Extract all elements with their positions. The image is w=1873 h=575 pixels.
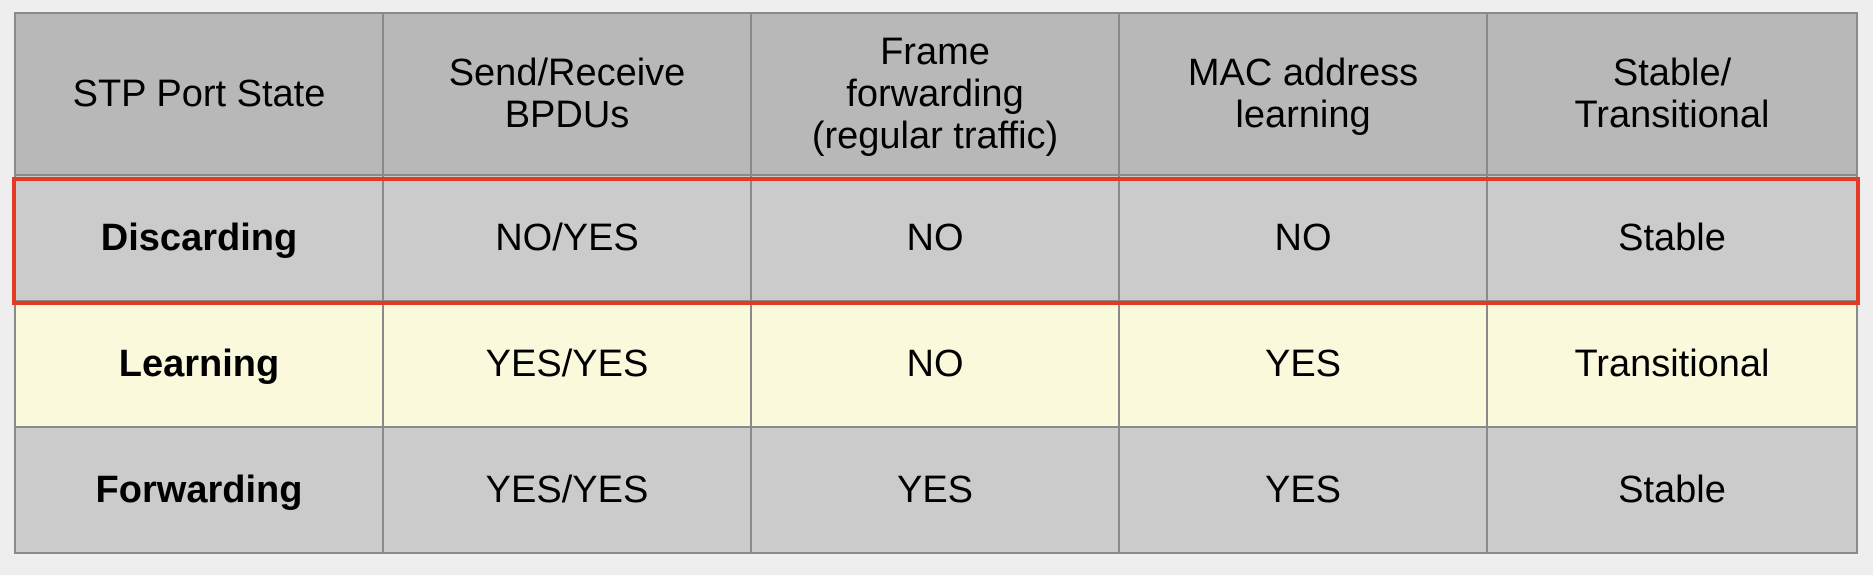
header-bpdus-line2: BPDUs bbox=[504, 94, 630, 136]
header-mac-learning: MAC address learning bbox=[1118, 12, 1488, 176]
forwarding-cell: NO bbox=[750, 174, 1120, 302]
table-row-forwarding: Forwarding YES/YES YES YES Stable bbox=[14, 426, 1858, 554]
header-port-state: STP Port State bbox=[14, 12, 384, 176]
stability-cell: Transitional bbox=[1486, 300, 1858, 428]
forwarding-cell: NO bbox=[750, 300, 1120, 428]
header-row: STP Port State Send/Receive BPDUs Frame … bbox=[14, 12, 1858, 176]
table-row-discarding: Discarding NO/YES NO NO Stable bbox=[14, 174, 1858, 302]
stability-cell: Stable bbox=[1486, 426, 1858, 554]
state-cell: Forwarding bbox=[14, 426, 384, 554]
mac-learning-cell: NO bbox=[1118, 174, 1488, 302]
stp-port-state-table: STP Port State Send/Receive BPDUs Frame … bbox=[14, 12, 1858, 554]
mac-learning-cell: YES bbox=[1118, 426, 1488, 554]
mac-learning-cell: YES bbox=[1118, 300, 1488, 428]
header-forwarding-line2: forwarding bbox=[846, 73, 1024, 115]
bpdus-cell: YES/YES bbox=[382, 426, 752, 554]
state-cell: Discarding bbox=[14, 174, 384, 302]
table-row-learning: Learning YES/YES NO YES Transitional bbox=[14, 300, 1858, 428]
header-frame-forwarding: Frame forwarding (regular traffic) bbox=[750, 12, 1120, 176]
header-mac-line2: learning bbox=[1235, 94, 1371, 136]
header-bpdus-line1: Send/Receive bbox=[448, 52, 686, 94]
header-stability-line2: Transitional bbox=[1574, 94, 1770, 136]
header-stability-line1: Stable/ bbox=[1612, 52, 1732, 94]
state-cell: Learning bbox=[14, 300, 384, 428]
bpdus-cell: YES/YES bbox=[382, 300, 752, 428]
header-stable-transitional: Stable/ Transitional bbox=[1486, 12, 1858, 176]
bpdus-cell: NO/YES bbox=[382, 174, 752, 302]
header-forwarding-line3: (regular traffic) bbox=[811, 115, 1059, 157]
header-forwarding-line1: Frame bbox=[880, 31, 990, 73]
forwarding-cell: YES bbox=[750, 426, 1120, 554]
header-bpdus: Send/Receive BPDUs bbox=[382, 12, 752, 176]
header-port-state-line1: STP Port State bbox=[72, 73, 326, 115]
stability-cell: Stable bbox=[1486, 174, 1858, 302]
header-mac-line1: MAC address bbox=[1187, 52, 1419, 94]
